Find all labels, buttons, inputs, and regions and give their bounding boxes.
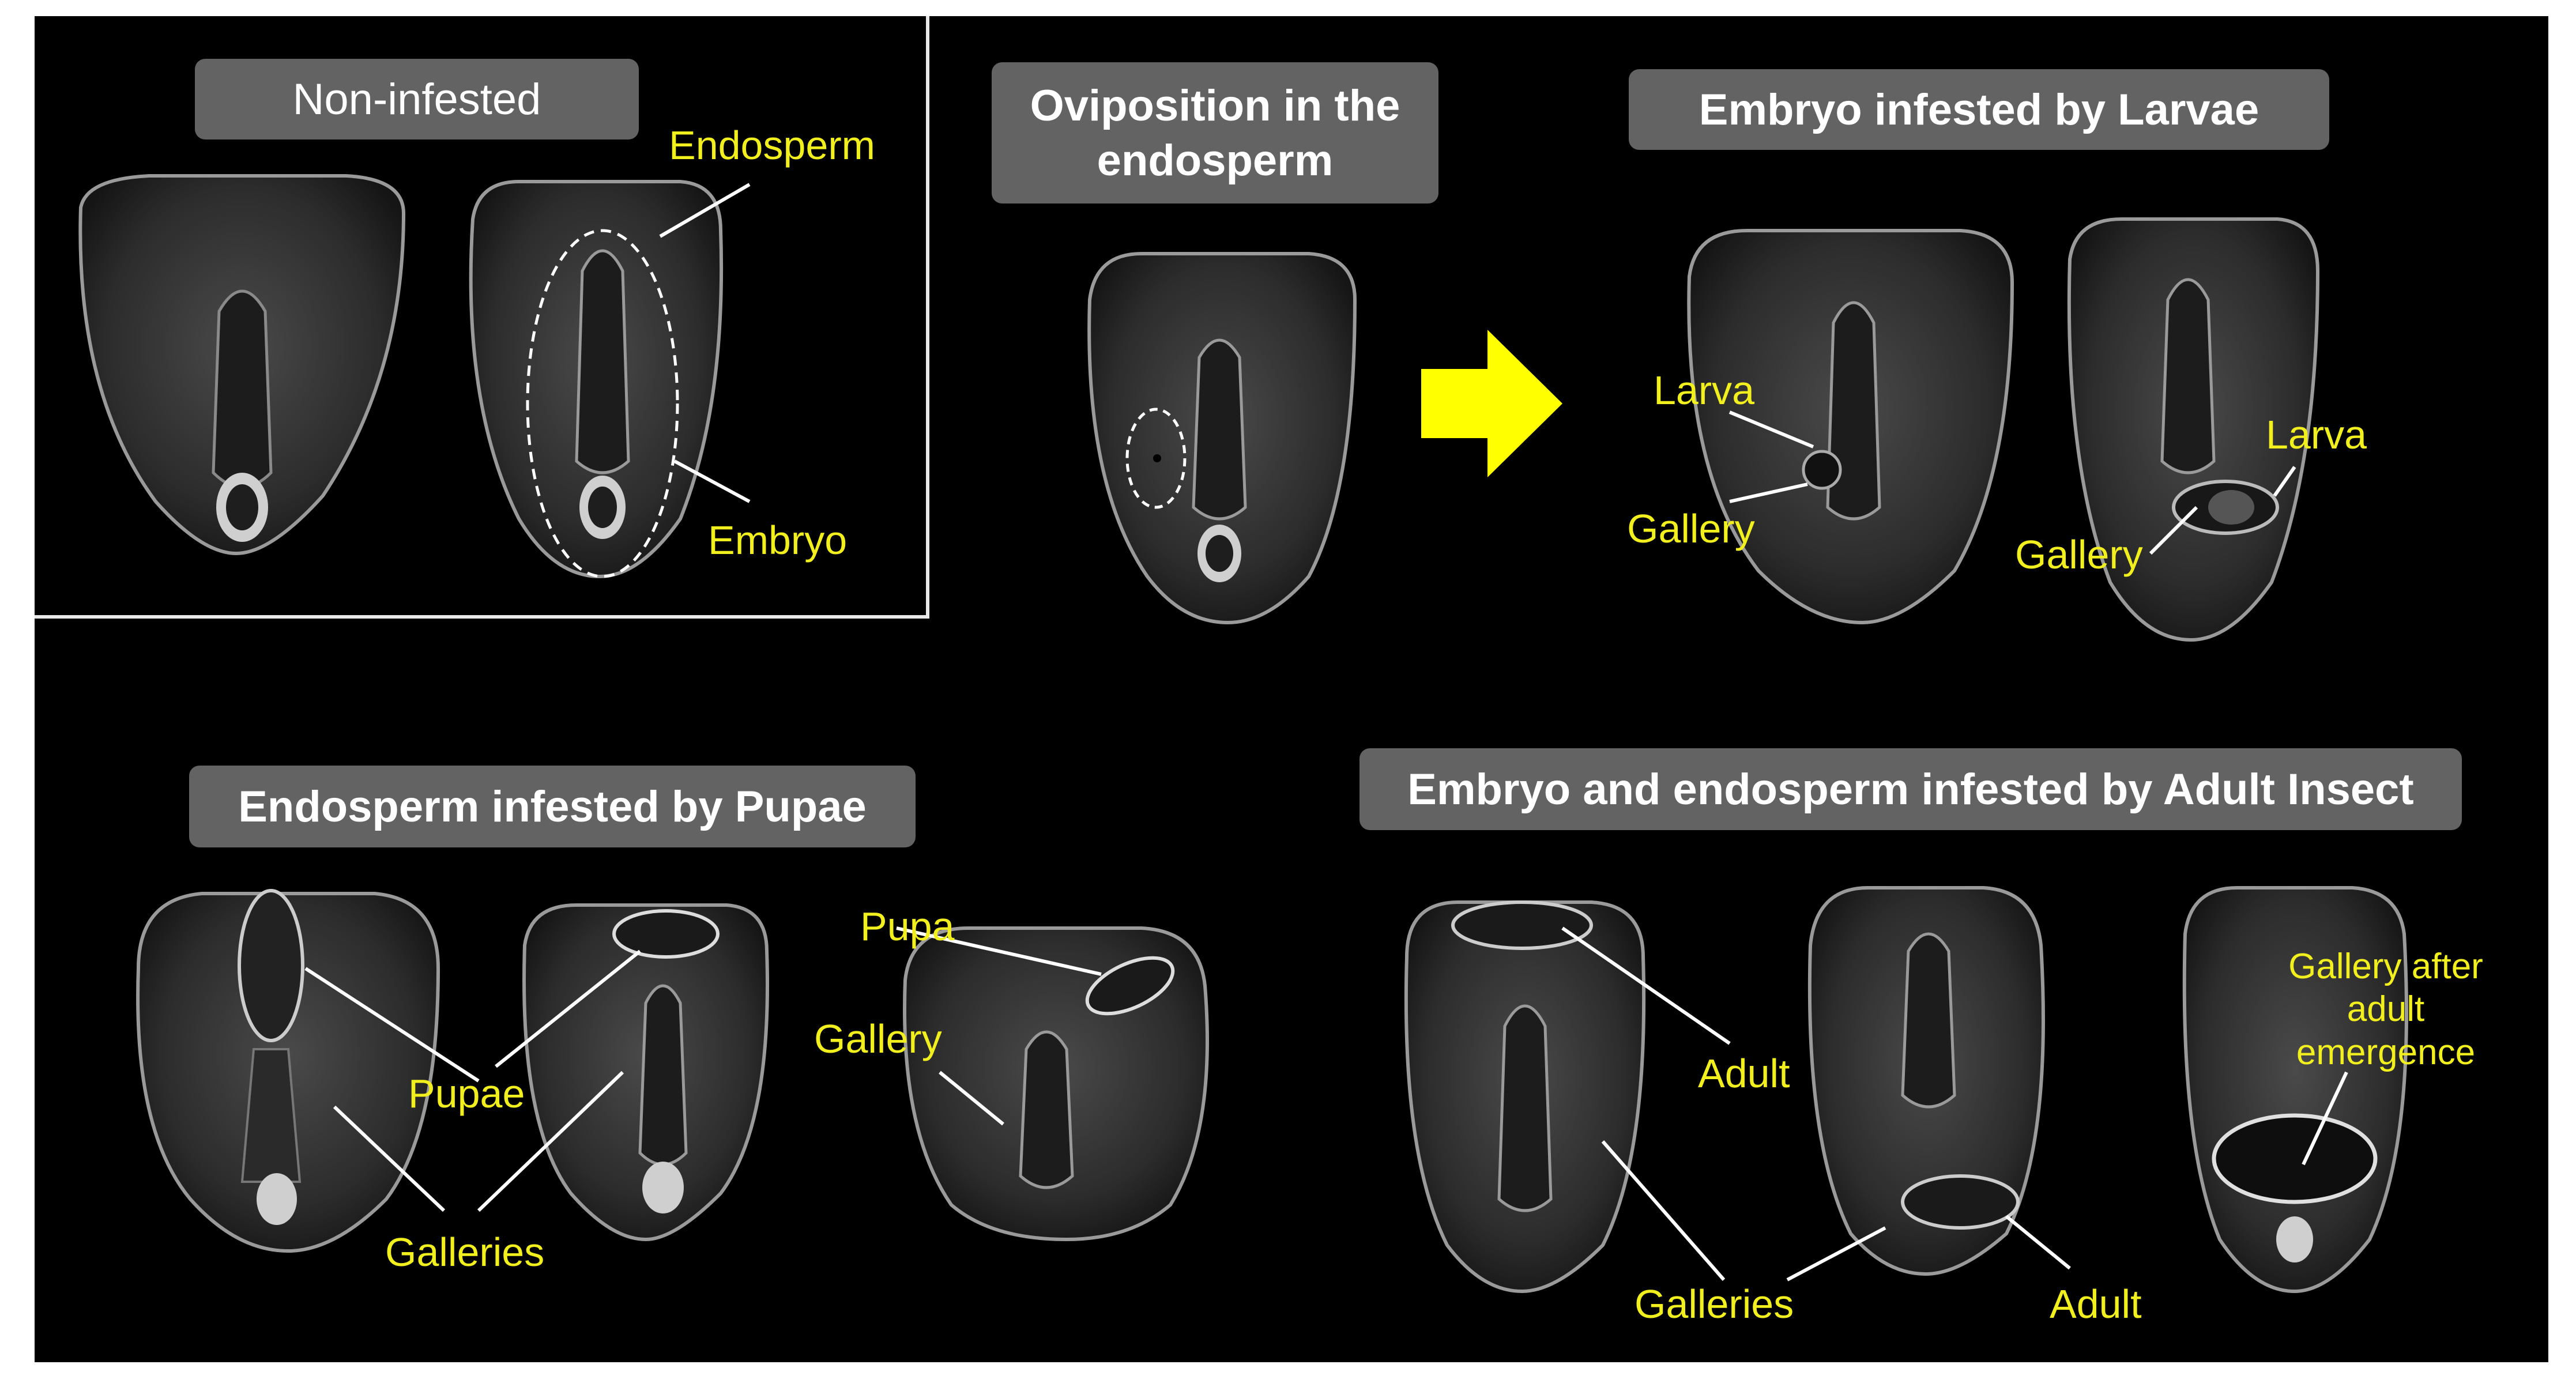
label-pupa: Pupa bbox=[860, 904, 955, 949]
label-adult-1: Adult bbox=[1698, 1051, 1790, 1096]
kernel-adult-1 bbox=[1404, 900, 1646, 1294]
label-embryo: Embryo bbox=[708, 518, 848, 563]
title-oviposition: Oviposition in the endosperm bbox=[992, 62, 1438, 203]
title-oviposition-line1: Oviposition in the bbox=[1030, 81, 1400, 130]
label-pupae: Pupae bbox=[408, 1071, 525, 1116]
title-adult: Embryo and endosperm infested by Adult I… bbox=[1359, 748, 2462, 830]
label-galleries-pupae: Galleries bbox=[385, 1230, 545, 1275]
label-endosperm: Endosperm bbox=[669, 123, 875, 168]
kernel-adult-3 bbox=[2182, 886, 2408, 1294]
non-infested-frame bbox=[35, 16, 929, 619]
label-gallery-after-emergence: Gallery after adult emergence bbox=[2259, 945, 2513, 1074]
kernel-pupae-1 bbox=[136, 889, 440, 1253]
embryo-outline bbox=[526, 229, 679, 578]
label-gallery-2: Gallery bbox=[2015, 532, 2143, 577]
title-pupae: Endosperm infested by Pupae bbox=[189, 766, 916, 847]
label-larva-1: Larva bbox=[1654, 368, 1755, 413]
kernel-larvae-2 bbox=[2067, 217, 2320, 642]
label-gallery-1: Gallery bbox=[1627, 506, 1755, 551]
kernel-pupae-2 bbox=[522, 903, 769, 1242]
label-gallery-after-emergence-line1: Gallery after bbox=[2288, 947, 2483, 986]
label-gallery-after-emergence-line3: emergence bbox=[2296, 1032, 2476, 1072]
kernel-pupae-3 bbox=[903, 926, 1209, 1242]
title-non-infested: Non-infested bbox=[195, 59, 639, 140]
oviposition-site-outline bbox=[1125, 408, 1187, 509]
label-gallery-pupae: Gallery bbox=[814, 1016, 942, 1061]
label-gallery-after-emergence-line2: adult bbox=[2347, 989, 2425, 1030]
kernel-oviposition bbox=[1087, 252, 1357, 625]
kernel-non-infested-1 bbox=[78, 174, 406, 556]
title-larvae: Embryo infested by Larvae bbox=[1629, 69, 2329, 150]
title-oviposition-line2: endosperm bbox=[1097, 135, 1334, 185]
label-galleries-adult: Galleries bbox=[1635, 1282, 1794, 1326]
kernel-non-infested-2 bbox=[469, 180, 724, 579]
pointer-lines bbox=[304, 183, 2348, 1282]
label-larva-2: Larva bbox=[2266, 412, 2367, 457]
kernel-larvae-1 bbox=[1687, 229, 2014, 625]
progression-arrow-icon bbox=[1421, 330, 1562, 477]
kernel-adult-2 bbox=[1807, 886, 2045, 1276]
label-adult-2: Adult bbox=[2050, 1282, 2142, 1326]
